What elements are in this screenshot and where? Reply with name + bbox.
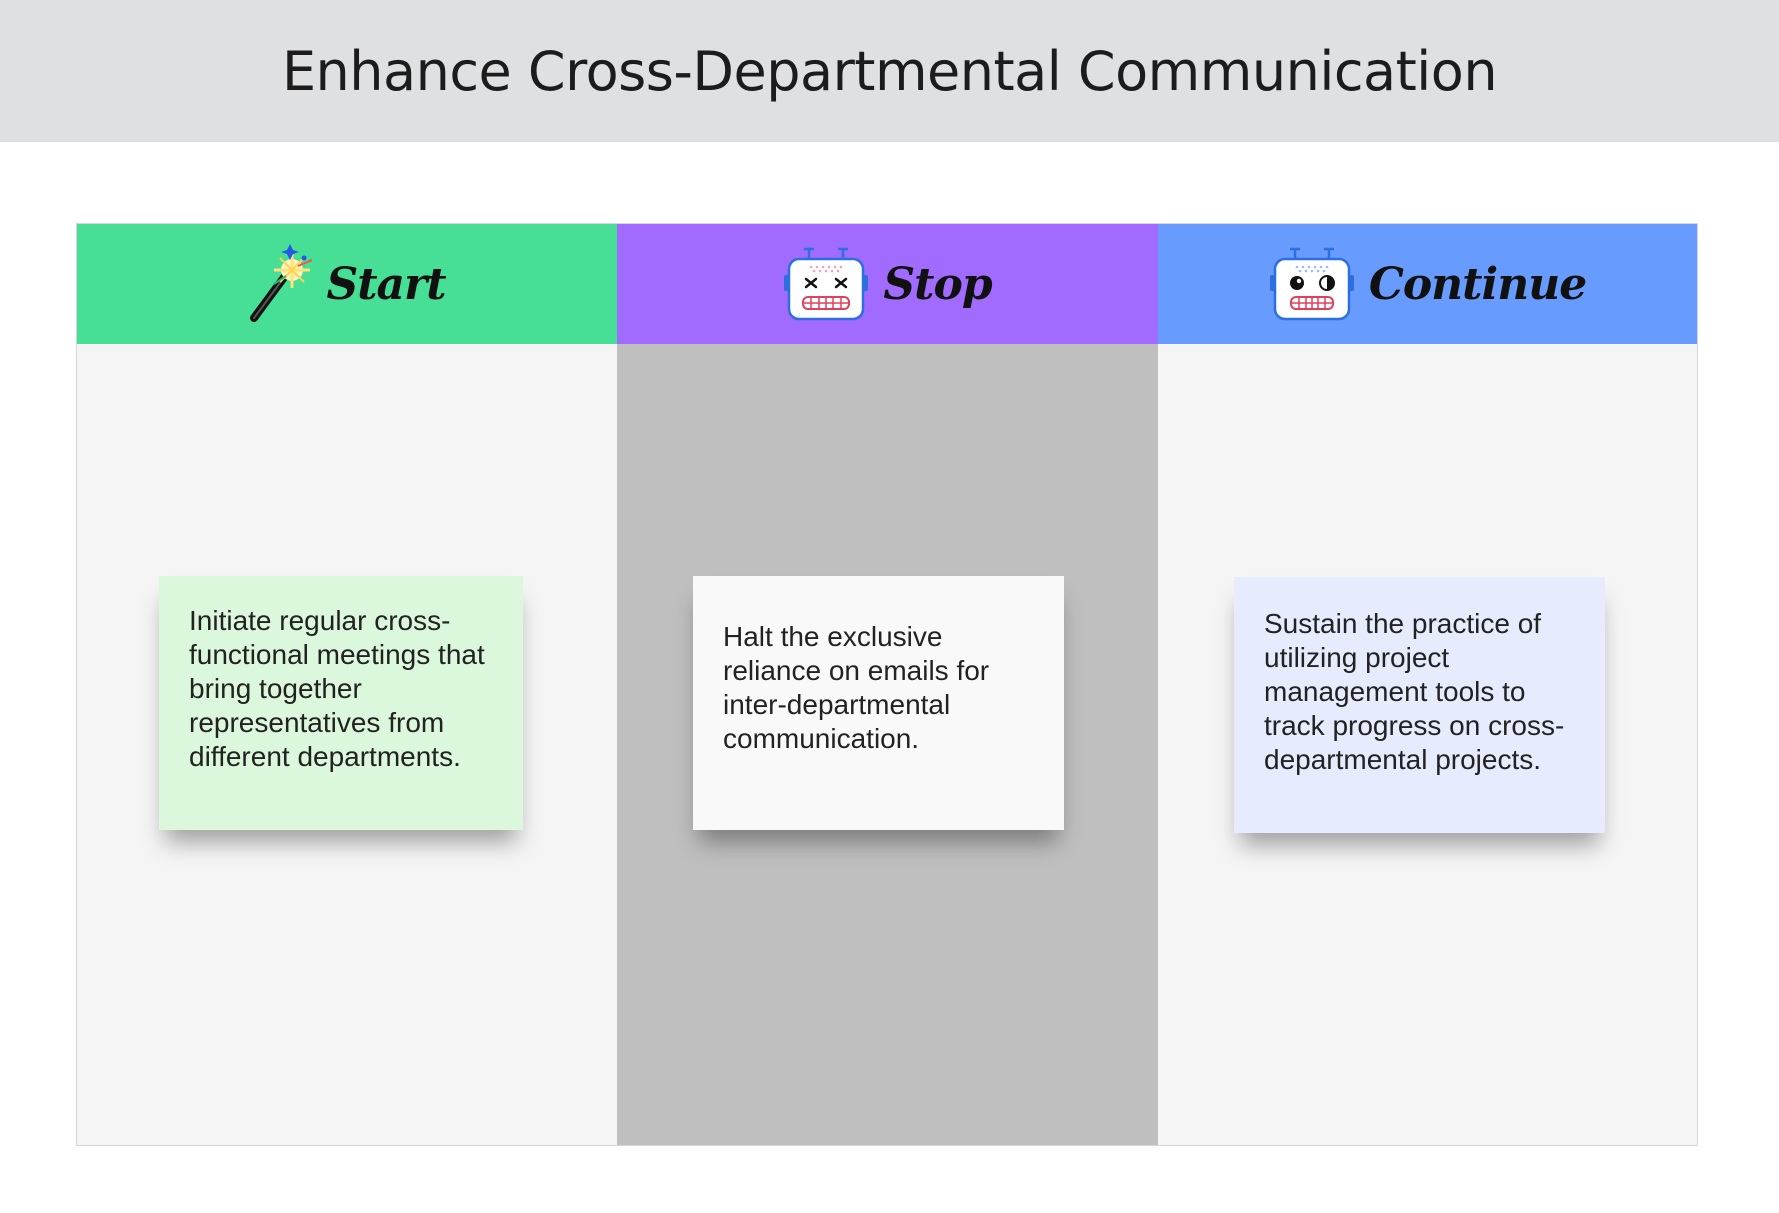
retro-board: Start Initiate regular cross-functional …	[76, 223, 1698, 1146]
column-body-start: Initiate regular cross-functional meetin…	[77, 344, 617, 1145]
robot-dead-icon	[783, 247, 869, 321]
column-header-stop: Stop	[617, 224, 1158, 344]
column-label-continue: Continue	[1368, 258, 1587, 310]
sticky-note-start[interactable]: Initiate regular cross-functional meetin…	[159, 576, 523, 830]
magic-wand-icon	[248, 244, 313, 324]
sticky-note-text: Initiate regular cross-functional meetin…	[189, 605, 485, 772]
column-label-stop: Stop	[883, 258, 992, 310]
robot-happy-icon	[1269, 247, 1355, 321]
column-start: Start Initiate regular cross-functional …	[77, 224, 617, 1145]
sticky-note-text: Halt the exclusive reliance on emails fo…	[723, 621, 990, 754]
column-body-stop: Halt the exclusive reliance on emails fo…	[617, 344, 1158, 1145]
column-stop: Stop Halt the exclusive reliance on emai…	[617, 224, 1158, 1145]
sticky-note-stop[interactable]: Halt the exclusive reliance on emails fo…	[693, 576, 1064, 830]
column-continue: Continue Sustain the practice of utilizi…	[1158, 224, 1697, 1145]
column-body-continue: Sustain the practice of utilizing projec…	[1158, 344, 1697, 1145]
column-header-continue: Continue	[1158, 224, 1697, 344]
title-bar: Enhance Cross-Departmental Communication	[0, 0, 1779, 142]
column-label-start: Start	[326, 258, 446, 310]
sticky-note-text: Sustain the practice of utilizing projec…	[1264, 608, 1565, 775]
page-title: Enhance Cross-Departmental Communication	[281, 39, 1498, 103]
column-header-start: Start	[77, 224, 617, 344]
sticky-note-continue[interactable]: Sustain the practice of utilizing projec…	[1234, 577, 1605, 833]
